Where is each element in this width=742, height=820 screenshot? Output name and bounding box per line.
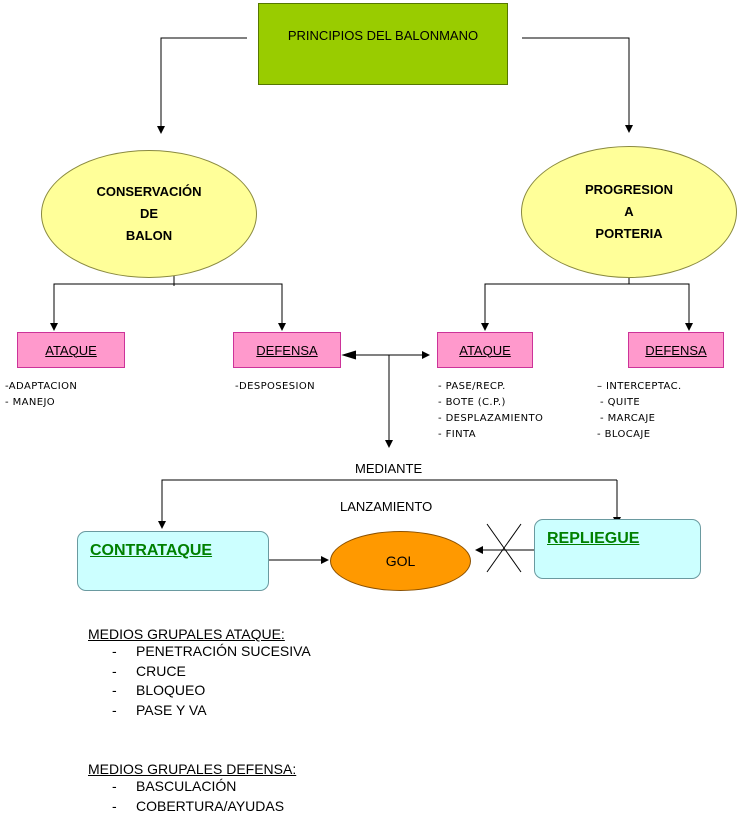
arrow-to-defensa-right: [629, 283, 693, 331]
contrataque-box: CONTRATAQUE: [77, 531, 269, 591]
conservacion-line-3: BALON: [125, 228, 173, 243]
defensa-left-box: DEFENSA: [233, 332, 341, 368]
title-box: PRINCIPIOS DEL BALONMANO: [258, 3, 508, 85]
arrow-title-to-progresion: [522, 37, 633, 133]
defensa-left-label: DEFENSA: [256, 342, 318, 358]
defensa-right-list: – INTERCEPTAC. - QUITE - MARCAJE - BLOCA…: [597, 379, 682, 443]
list-item: - MANEJO: [5, 397, 56, 408]
gol-ellipse: GOL: [330, 531, 471, 591]
list-item: COBERTURA/AYUDAS: [88, 797, 296, 817]
progresion-line-3: PORTERIA: [595, 226, 663, 241]
medios-defensa-title: MEDIOS GRUPALES DEFENSA:: [88, 761, 297, 777]
conservacion-ellipse: CONSERVACIÓN DE BALON: [41, 150, 257, 278]
arrow-to-defensa-left: [174, 283, 286, 331]
medios-defensa-list: BASCULACIÓN COBERTURA/AYUDAS: [88, 777, 296, 816]
ataque-left-list: -ADAPTACION - MANEJO: [5, 379, 77, 411]
lanzamiento-label: LANZAMIENTO: [340, 499, 433, 514]
ataque-right-box: ATAQUE: [437, 332, 533, 368]
ataque-left-label: ATAQUE: [45, 342, 97, 358]
progresion-line-2: A: [624, 204, 634, 219]
arrow-title-to-conservacion: [157, 37, 247, 134]
cross-line-2: [486, 523, 522, 573]
defensa-right-label: DEFENSA: [645, 342, 707, 358]
list-item: CRUCE: [88, 662, 311, 682]
list-item: - DESPLAZAMIENTO: [438, 413, 544, 424]
medios-ataque-section: MEDIOS GRUPALES ATAQUE: PENETRACIÓN SUCE…: [88, 626, 311, 720]
arrow-to-ataque-left: [50, 283, 174, 331]
list-item: - MARCAJE: [600, 413, 656, 424]
title-text: PRINCIPIOS DEL BALONMANO: [287, 28, 479, 43]
list-item: - PASE/RECP.: [438, 381, 506, 392]
conservacion-line-1: CONSERVACIÓN: [96, 184, 202, 199]
mediante-label: MEDIANTE: [355, 461, 423, 476]
list-item: BASCULACIÓN: [88, 777, 296, 797]
arrow-to-contrataque: [158, 479, 617, 529]
list-item: - BOTE (C.P.): [438, 397, 506, 408]
defensa-right-box: DEFENSA: [628, 332, 724, 368]
medios-ataque-list: PENETRACIÓN SUCESIVA CRUCE BLOQUEO PASE …: [88, 642, 311, 720]
repliegue-box: REPLIEGUE: [534, 519, 701, 579]
progresion-line-1: PROGRESION: [584, 182, 674, 197]
conservacion-line-2: DE: [139, 206, 159, 221]
list-item: - QUITE: [600, 397, 641, 408]
list-item: PENETRACIÓN SUCESIVA: [88, 642, 311, 662]
gol-label: GOL: [385, 553, 416, 569]
medios-defensa-section: MEDIOS GRUPALES DEFENSA: BASCULACIÓN COB…: [88, 761, 296, 816]
ataque-left-box: ATAQUE: [17, 332, 125, 368]
ataque-right-label: ATAQUE: [459, 342, 511, 358]
list-item: - BLOCAJE: [597, 429, 651, 440]
list-item: -DESPOSESION: [235, 381, 315, 392]
medios-ataque-title: MEDIOS GRUPALES ATAQUE:: [88, 626, 285, 642]
defensa-left-list: -DESPOSESION: [235, 379, 315, 395]
list-item: BLOQUEO: [88, 681, 311, 701]
progresion-ellipse: PROGRESION A PORTERIA: [521, 146, 737, 278]
ataque-right-list: - PASE/RECP. - BOTE (C.P.) - DESPLAZAMIE…: [438, 379, 543, 443]
list-item: – INTERCEPTAC.: [597, 381, 682, 392]
list-item: -ADAPTACION: [5, 381, 78, 392]
arrow-to-ataque-right: [481, 283, 629, 331]
repliegue-label: REPLIEGUE: [547, 530, 640, 547]
list-item: - FINTA: [438, 429, 476, 440]
contrataque-label: CONTRATAQUE: [90, 542, 213, 559]
list-item: PASE Y VA: [88, 701, 311, 721]
